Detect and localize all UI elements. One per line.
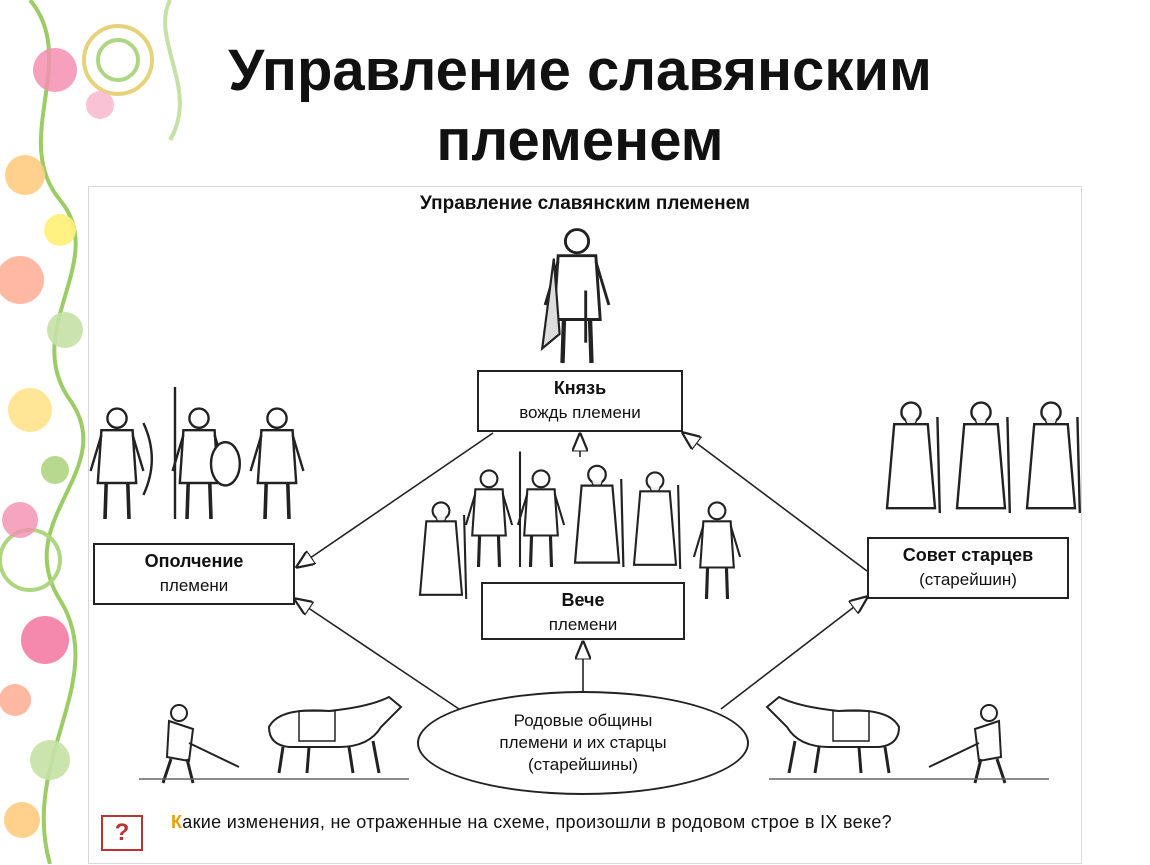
question-text: Какие изменения, не отраженные на схеме,…	[171, 809, 1071, 836]
prince-subtitle: вождь племени	[519, 403, 641, 422]
council-box: Совет старцев (старейшин)	[867, 537, 1069, 599]
militia-subtitle: племени	[159, 576, 229, 595]
council-subtitle: (старейшин)	[919, 570, 1017, 589]
militia-box: Ополчение племени	[93, 543, 295, 605]
veche-subtitle: племени	[548, 615, 618, 634]
slide-title-line1: Управление славянским	[228, 38, 932, 103]
militia-title: Ополчение	[144, 551, 244, 571]
prince-title: Князь	[553, 378, 607, 398]
question-body: акие изменения, не отраженные на схеме, …	[182, 812, 892, 832]
horse-figure	[267, 695, 403, 774]
clans-line1: Родовые общины	[513, 711, 653, 730]
arrow-council-to-prince	[683, 433, 868, 572]
question-first-letter: К	[171, 812, 183, 832]
warrior-figure	[516, 451, 566, 569]
elder-figure	[418, 501, 468, 601]
prince-box: Князь вождь племени	[477, 370, 683, 432]
elder-figure	[632, 471, 682, 571]
elder-figure	[885, 401, 941, 515]
veche-box: Вече племени	[481, 582, 685, 640]
warrior-figure	[89, 406, 153, 521]
council-title: Совет старцев	[902, 545, 1034, 565]
prince-figure	[540, 230, 609, 363]
clans-line2: племени и их старцы	[499, 733, 667, 752]
arrow-prince-to-militia	[297, 432, 494, 567]
elder-figure	[1025, 401, 1082, 515]
warrior-figure	[464, 468, 514, 569]
clans-line3: (старейшины)	[527, 755, 639, 774]
warrior-figure	[170, 386, 242, 521]
scheme-diagram: Управление славянским племенем	[88, 186, 1082, 864]
arrow-clans-to-council	[720, 597, 867, 710]
floral-decoration	[0, 0, 182, 864]
arrow-clans-to-militia	[295, 599, 460, 710]
question-icon: ?	[101, 815, 143, 851]
ploughman-figure	[928, 704, 1007, 784]
ploughman-figure	[161, 704, 240, 784]
slide-title: Управление славянским племенем	[150, 36, 1010, 176]
slide-title-line2: племенем	[436, 108, 724, 173]
horse-figure	[765, 695, 901, 774]
arrows-layer	[89, 187, 1083, 710]
elder-figure	[573, 464, 625, 569]
warrior-figure	[692, 500, 742, 601]
clans-oval: Родовые общины племени и их старцы (стар…	[417, 691, 749, 795]
elder-figure	[955, 401, 1011, 515]
veche-title: Вече	[561, 590, 605, 610]
scheme-title: Управление славянским племенем	[420, 193, 750, 214]
figures-layer	[89, 187, 1082, 784]
warrior-figure	[248, 406, 306, 521]
